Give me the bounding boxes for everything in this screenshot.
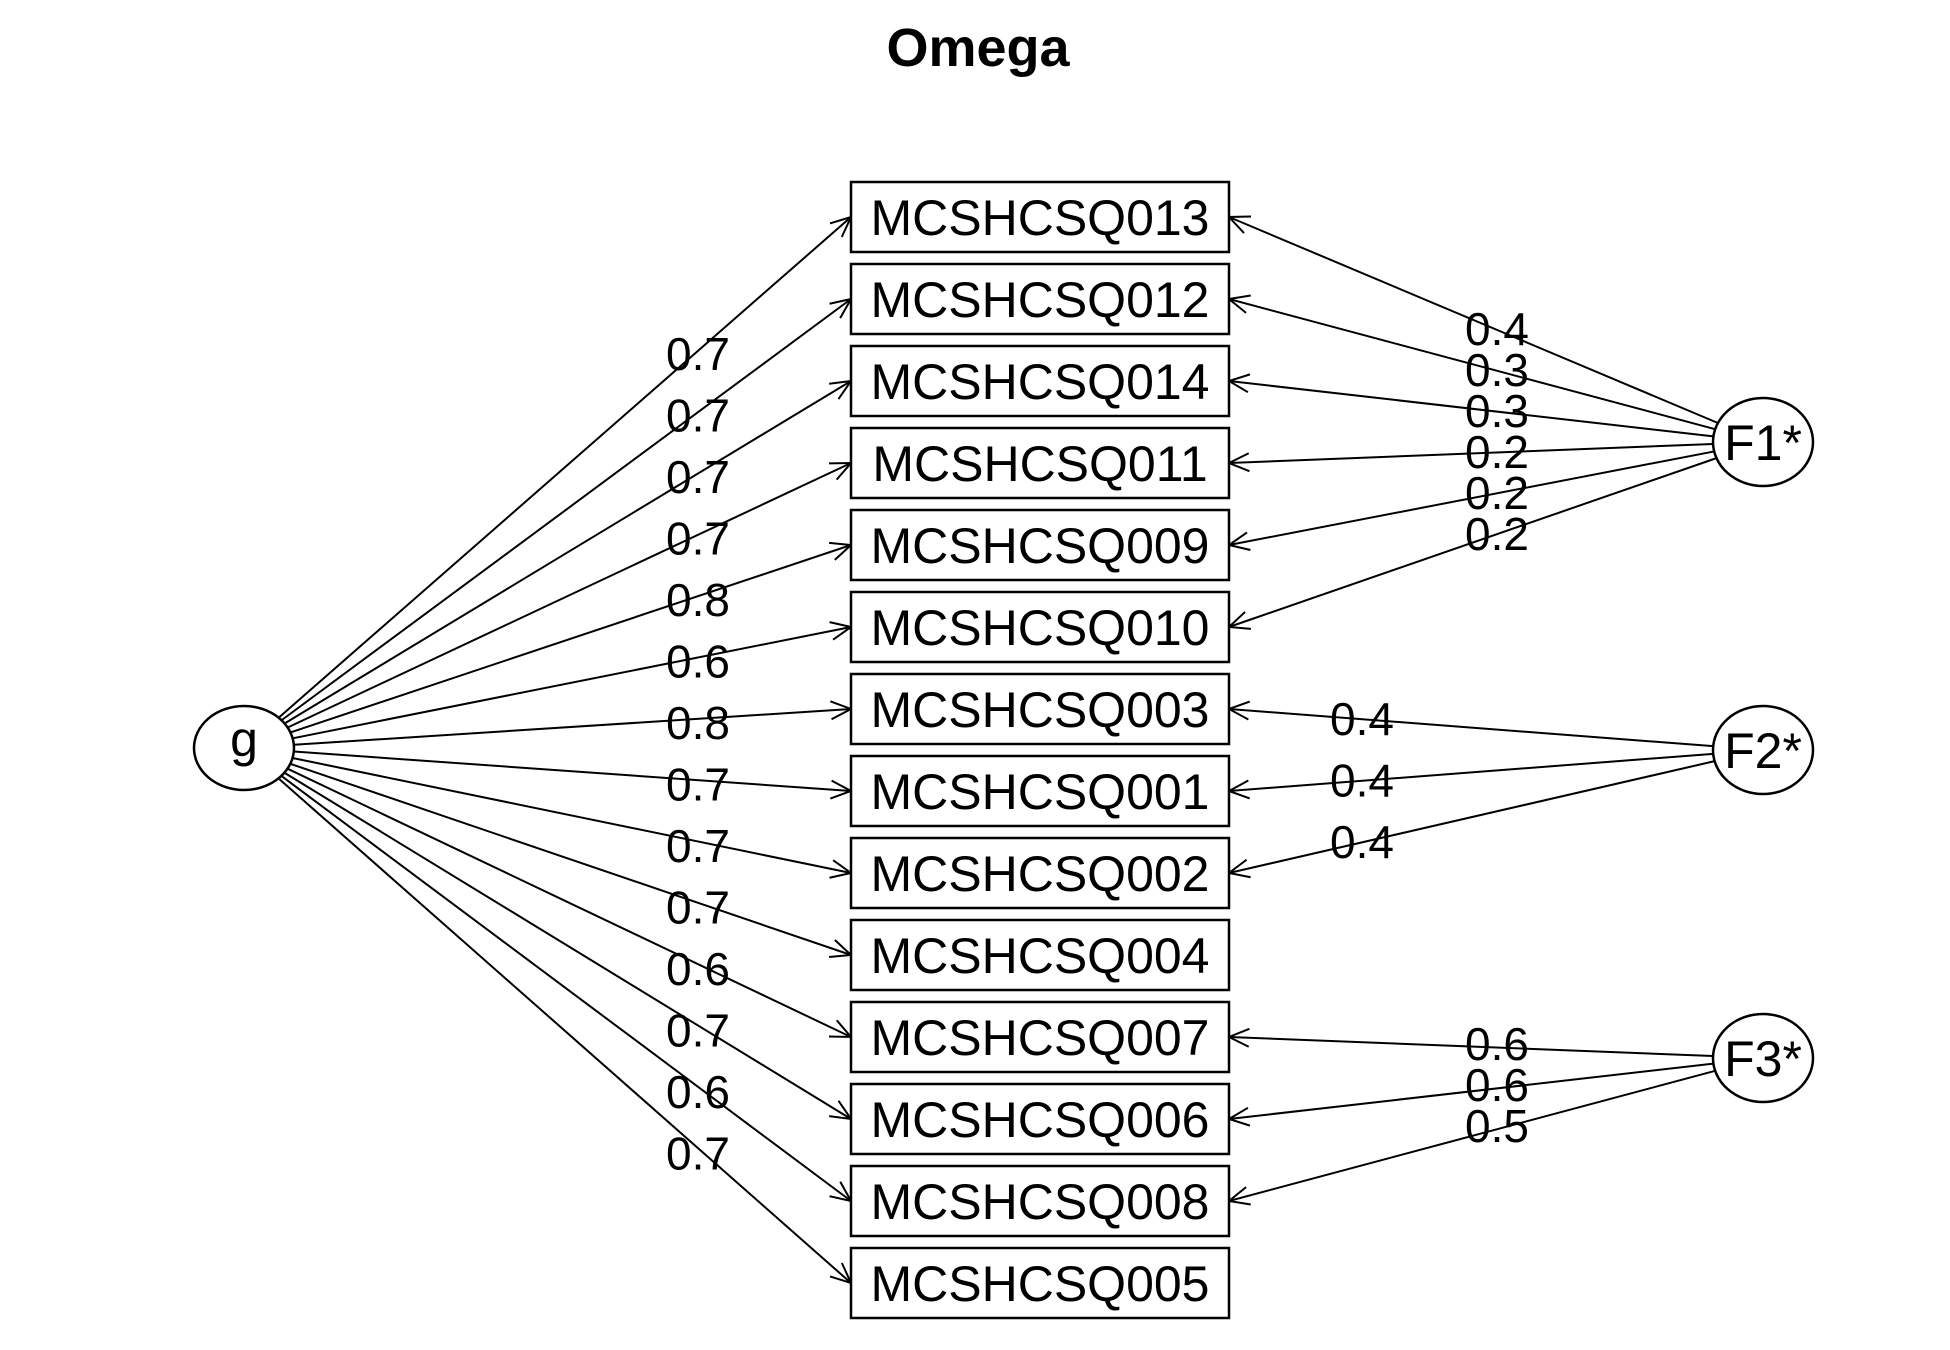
- group-factor-ellipse: [1711, 1012, 1815, 1104]
- g-loading-label: 0.7: [666, 513, 730, 565]
- group-factor-label: F2*: [1724, 723, 1802, 779]
- item-label: MCSHCSQ001: [871, 764, 1210, 820]
- group-loading-label: 0.4: [1330, 693, 1394, 745]
- group-loading-path: [1228, 1036, 1714, 1058]
- item-box: [849, 262, 1231, 336]
- group-loading-label: 0.6: [1465, 1059, 1529, 1111]
- diagram-title: Omega: [886, 18, 1070, 78]
- g-loading-label: 0.7: [666, 451, 730, 503]
- item-box: [849, 1164, 1231, 1238]
- item-box: [849, 508, 1231, 582]
- g-loading-label: 0.7: [666, 882, 730, 934]
- item-label: MCSHCSQ008: [871, 1174, 1210, 1230]
- item-box: [849, 426, 1231, 500]
- group-loading-path: [1228, 708, 1714, 748]
- g-loading-path: [287, 767, 852, 1038]
- item-label: MCSHCSQ010: [871, 600, 1210, 656]
- g-loading-path: [290, 544, 852, 734]
- g-loading-path: [287, 462, 852, 729]
- g-loading-label: 0.7: [666, 1005, 730, 1057]
- g-loading-label: 0.6: [666, 636, 730, 688]
- group-loading-label: 0.3: [1465, 344, 1529, 396]
- group-loading-path: [1228, 752, 1714, 792]
- g-loading-path: [277, 216, 852, 719]
- group-factor-ellipse: [1711, 396, 1815, 488]
- g-loading-path: [292, 757, 852, 874]
- group-loading-path: [1228, 1062, 1714, 1120]
- item-box: [849, 672, 1231, 746]
- g-loading-label: 0.7: [666, 390, 730, 442]
- item-box: [849, 180, 1231, 254]
- general-factor-ellipse: [192, 704, 296, 792]
- item-label: MCSHCSQ004: [871, 928, 1210, 984]
- g-loading-path: [290, 762, 852, 956]
- g-loading-label: 0.8: [666, 574, 730, 626]
- g-loading-label: 0.6: [666, 1066, 730, 1118]
- item-box: [849, 836, 1231, 910]
- group-loading-path: [1228, 450, 1715, 546]
- g-loading-label: 0.7: [666, 759, 730, 811]
- g-loading-label: 0.7: [666, 328, 730, 380]
- item-label: MCSHCSQ013: [871, 190, 1210, 246]
- group-loading-path: [1228, 760, 1715, 874]
- group-loading-label: 0.3: [1465, 385, 1529, 437]
- group-loading-path: [1228, 380, 1714, 438]
- g-loading-path: [284, 380, 852, 725]
- group-loading-path: [1228, 1069, 1716, 1202]
- item-label: MCSHCSQ003: [871, 682, 1210, 738]
- g-loading-path: [292, 626, 852, 740]
- g-loading-path: [283, 771, 852, 1120]
- edges-layer: [277, 215, 1719, 1285]
- item-label: MCSHCSQ011: [872, 436, 1207, 492]
- g-loading-label: 0.7: [666, 820, 730, 872]
- g-loading-path: [280, 298, 852, 722]
- group-loading-label: 0.5: [1465, 1100, 1529, 1152]
- group-loading-label: 0.2: [1465, 508, 1529, 560]
- group-loading-label: 0.6: [1465, 1018, 1529, 1070]
- group-factor-label: F1*: [1724, 415, 1802, 471]
- group-loading-path: [1228, 216, 1719, 424]
- item-box: [849, 918, 1231, 992]
- item-label: MCSHCSQ009: [871, 518, 1210, 574]
- group-loading-label: 0.2: [1465, 426, 1529, 478]
- group-loading-label: 0.2: [1465, 467, 1529, 519]
- g-loading-label: 0.6: [666, 943, 730, 995]
- item-box: [849, 344, 1231, 418]
- g-loading-path: [277, 777, 852, 1284]
- group-loading-label: 0.4: [1330, 755, 1394, 807]
- g-loading-path: [280, 775, 852, 1202]
- item-box: [849, 590, 1231, 664]
- group-factor-ellipse: [1711, 704, 1815, 796]
- item-label: MCSHCSQ005: [871, 1256, 1210, 1312]
- general-factor-label: g: [230, 711, 258, 767]
- group-loading-path: [1228, 298, 1716, 431]
- item-label: MCSHCSQ012: [871, 272, 1210, 328]
- loading-labels-layer: 0.7 0.4 0.7 0.3 0.7 0.3 0.7 0.2 0.8 0.2 0.6 0.2 0.8 0…: [666, 303, 1529, 1180]
- group-factor-label: F3*: [1724, 1031, 1802, 1087]
- item-box: [849, 1000, 1231, 1074]
- g-loading-label: 0.8: [666, 697, 730, 749]
- g-loading-label: 0.7: [666, 1128, 730, 1180]
- item-label: MCSHCSQ007: [871, 1010, 1210, 1066]
- item-box: [849, 1082, 1231, 1156]
- item-box: [849, 754, 1231, 828]
- group-loading-label: 0.4: [1330, 816, 1394, 868]
- item-label: MCSHCSQ006: [871, 1092, 1210, 1148]
- g-loading-path: [293, 750, 852, 792]
- nodes-layer: MCSHCSQ013MCSHCSQ012MCSHCSQ014MCSHCSQ011…: [192, 180, 1815, 1320]
- item-label: MCSHCSQ002: [871, 846, 1210, 902]
- g-loading-path: [293, 708, 852, 746]
- item-box: [849, 1246, 1231, 1320]
- group-loading-path: [1228, 442, 1714, 464]
- item-label: MCSHCSQ014: [871, 354, 1210, 410]
- group-loading-label: 0.4: [1465, 303, 1529, 355]
- group-loading-path: [1228, 457, 1717, 628]
